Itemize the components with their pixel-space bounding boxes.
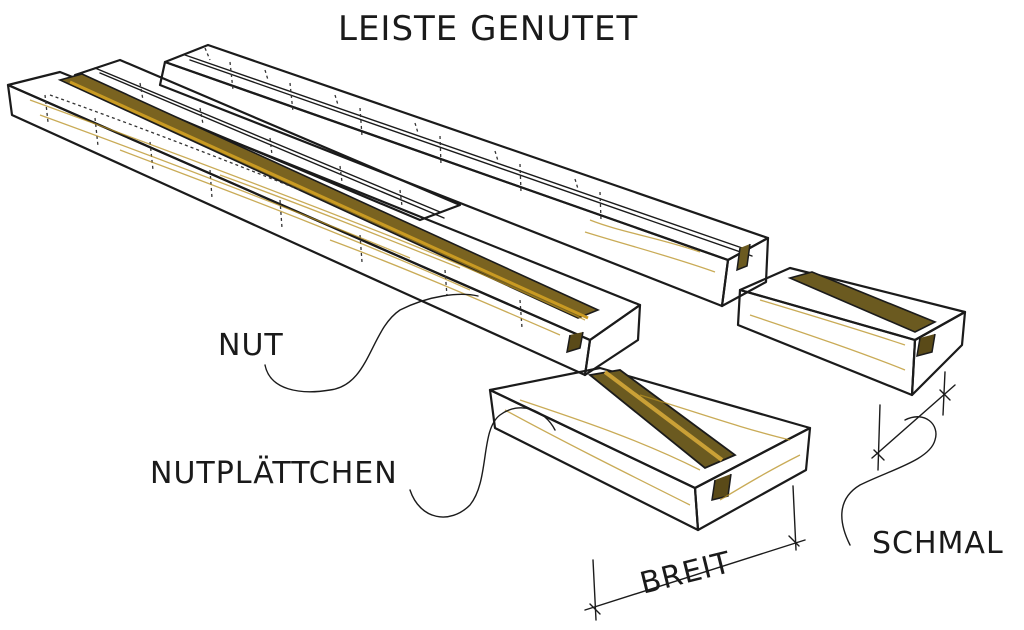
label-schmal: SCHMAL [872,526,1004,561]
leader-nutplaettchen [409,407,556,518]
diagram-title: LEISTE GENUTET [338,9,638,49]
narrow-piece [736,266,967,397]
label-breit: BREIT [637,545,735,601]
label-nut: NUT [218,328,284,363]
back-strip [158,43,770,308]
middle-strip [73,58,462,222]
leader-schmal [841,416,937,546]
label-nutplaettchen: NUTPLÄTTCHEN [150,455,398,491]
leader-nut [264,293,479,393]
dimension-breit [584,485,806,621]
wide-piece [488,366,812,532]
main-board [6,70,642,377]
dimension-schmal [871,371,956,471]
